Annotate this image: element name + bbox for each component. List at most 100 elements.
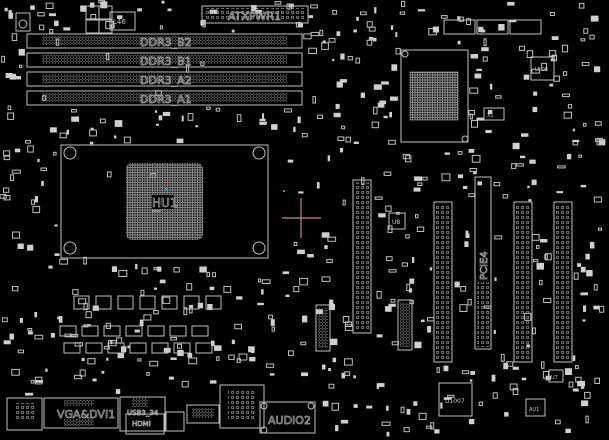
mosfet	[63, 342, 81, 354]
smd-pad	[565, 368, 572, 375]
smd-pad	[468, 419, 475, 425]
smd-pad	[521, 133, 529, 137]
atx-power-label: ATXPWR1	[228, 10, 281, 23]
u8-chip[interactable]: U8	[388, 212, 406, 230]
smd-pad	[321, 232, 330, 238]
u1-chip[interactable]	[315, 299, 413, 352]
smd-pad	[159, 25, 163, 30]
smd-pad	[409, 278, 415, 284]
smd-pad	[533, 91, 538, 96]
smd-pad	[324, 245, 328, 250]
smd-pad	[549, 83, 554, 87]
mosfet	[129, 342, 147, 354]
smd-pad	[5, 73, 13, 78]
pcie-slot-pcie4[interactable]: PCIE4	[474, 176, 492, 350]
smd-pad	[440, 402, 443, 409]
u7-chip[interactable]: U7	[548, 369, 564, 383]
lan-port[interactable]	[6, 397, 43, 431]
smd-pad	[443, 365, 449, 372]
smd-pad	[561, 44, 569, 53]
pcie-slot-1[interactable]	[352, 179, 372, 334]
smd-pad	[478, 26, 484, 33]
atx-power-connector[interactable]: ATXPWR1	[201, 5, 309, 24]
smd-pad	[409, 288, 413, 293]
crystal-x1[interactable]: X1	[483, 107, 505, 121]
smd-pad	[599, 305, 605, 313]
smd-pad	[427, 317, 435, 322]
dimm-slot-b2[interactable]: DDR3_B2	[26, 33, 303, 49]
smd-pad	[3, 154, 11, 161]
pcie-slot-3[interactable]	[513, 201, 533, 363]
vga-dvi-connector[interactable]: VGA&DVI1	[43, 397, 119, 429]
dimm-slot-b1[interactable]: DDR3_B1	[26, 52, 303, 68]
smd-pad	[341, 372, 346, 379]
smd-pad	[137, 8, 142, 12]
au1-chip[interactable]: AU1	[525, 398, 546, 417]
smd-pad	[360, 92, 365, 98]
chipset[interactable]	[400, 49, 469, 143]
vrm-components	[59, 295, 222, 354]
smd-pad	[523, 74, 530, 80]
smd-pad	[159, 279, 166, 284]
pcie-slot-4[interactable]	[553, 201, 573, 363]
smd-pad	[347, 56, 353, 61]
mosfet	[103, 325, 121, 337]
smd-pad	[502, 194, 509, 199]
smd-pad	[386, 256, 393, 262]
smd-pad	[572, 355, 576, 361]
smd-pad	[78, 298, 87, 305]
smd-pad	[100, 1, 108, 9]
u1007-chip[interactable]: U1007	[438, 382, 473, 417]
smd-pad	[301, 372, 309, 377]
cpu-socket[interactable]: HU1	[60, 144, 269, 259]
smd-pad	[32, 205, 41, 214]
smd-pad	[66, 129, 69, 135]
smd-pad	[163, 347, 171, 353]
smd-pad	[155, 123, 159, 126]
smd-pad	[493, 329, 496, 334]
smd-pad	[4, 7, 8, 12]
led8-chip[interactable]: LED8	[530, 56, 555, 81]
smd-pad	[383, 115, 388, 119]
usb3-connector[interactable]: USB3_34	[119, 396, 166, 432]
smd-pad	[544, 254, 548, 260]
hdmi-connector[interactable]: HDMI	[125, 413, 165, 435]
smd-pad	[582, 319, 586, 322]
smd-pad	[261, 289, 264, 295]
smd-pad	[261, 279, 271, 284]
smd-pad	[590, 15, 599, 22]
smd-pad	[9, 73, 17, 80]
smd-pad	[376, 384, 379, 389]
smd-pad	[531, 68, 541, 74]
serial-header[interactable]	[186, 404, 220, 424]
smd-pad	[139, 319, 144, 327]
smd-pad	[49, 29, 54, 34]
smd-pad	[374, 7, 377, 14]
smd-pad	[110, 339, 113, 345]
smd-pad	[236, 114, 242, 123]
smd-pad	[549, 12, 555, 16]
lan-usb-port[interactable]	[219, 384, 265, 429]
smd-pad	[118, 269, 128, 277]
smd-pad	[48, 265, 53, 269]
smd-pad	[474, 73, 482, 79]
pcie-slot-2[interactable]	[433, 201, 453, 363]
smd-pad	[528, 199, 532, 202]
dimm-slot-a1[interactable]: DDR3_A1	[26, 90, 303, 106]
smd-pad	[316, 182, 320, 189]
sata-connectors[interactable]	[443, 19, 542, 35]
smd-pad	[322, 40, 326, 44]
smd-pad	[531, 179, 537, 186]
smd-pad	[231, 29, 235, 33]
usb-port[interactable]	[165, 411, 185, 432]
mosfet	[151, 342, 169, 354]
inductor-l46[interactable]: L46	[109, 11, 136, 31]
audio-connector[interactable]: AUDIO2	[259, 401, 316, 434]
smd-pad	[577, 263, 581, 267]
smd-pad	[441, 173, 451, 182]
smd-pad	[50, 333, 55, 338]
smd-pad	[53, 151, 57, 156]
u8-label: U8	[392, 219, 400, 226]
dimm-slot-a2[interactable]: DDR3_A2	[26, 71, 303, 87]
